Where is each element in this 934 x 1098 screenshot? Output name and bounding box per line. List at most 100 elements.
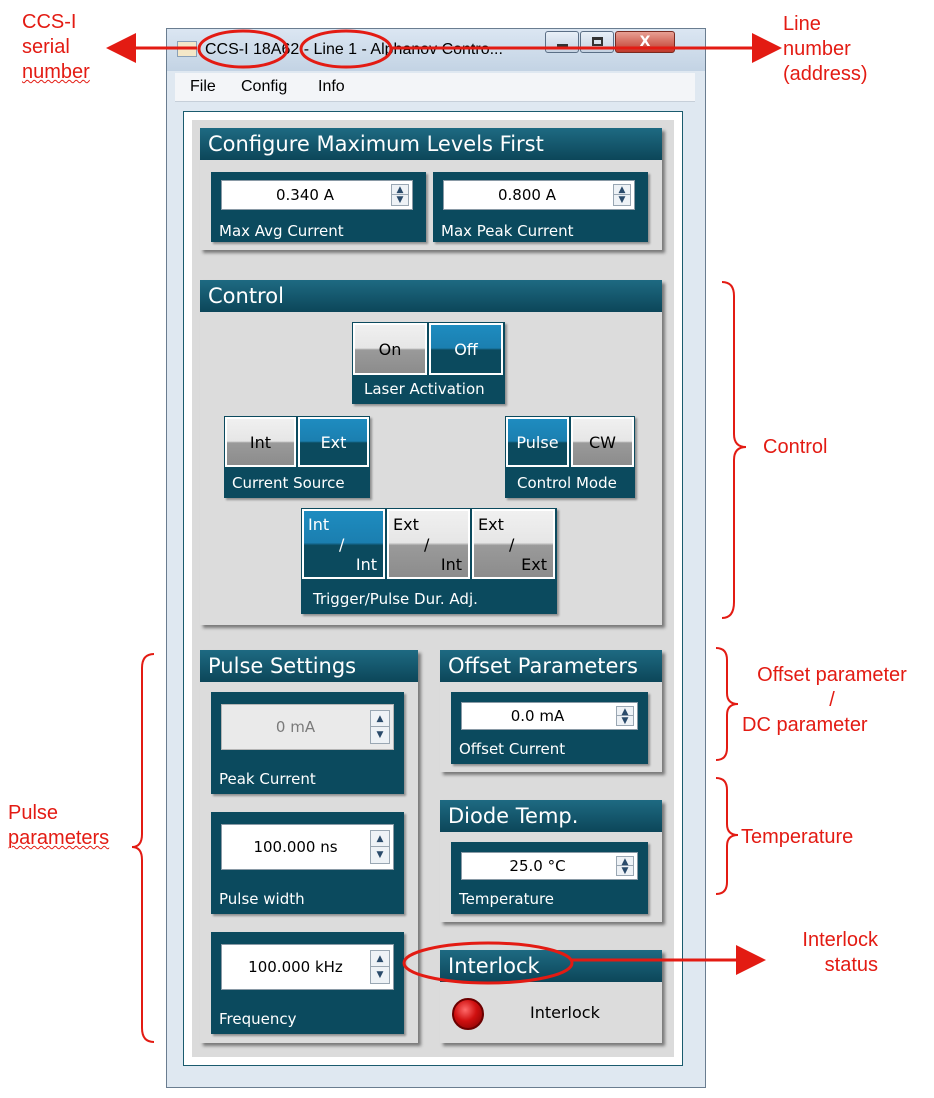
annotation-line-number: Line number (address) <box>783 12 867 87</box>
source-ext-label: Ext <box>320 432 347 452</box>
offset-current-block: 0.0 mA ▲▼ Offset Current <box>451 692 648 764</box>
annotation-serial-line1: CCS-I <box>22 11 77 33</box>
down-arrow-icon[interactable]: ▼ <box>621 866 629 876</box>
title-bar[interactable]: CCS-I 18A62 - Line 1 - Alphanov Contro..… <box>167 29 705 71</box>
temperature-value: 25.0 °C <box>509 857 566 875</box>
trigger-block: Int / Int Ext / Int Ext / Ext Trigger/Pu… <box>301 508 557 614</box>
temperature-block: 25.0 °C ▲▼ Temperature <box>451 842 648 914</box>
annotation-interlock-status: Interlock status <box>776 928 878 978</box>
annotation-line-line3: (address) <box>783 63 868 85</box>
pulse-width-input[interactable]: 100.000 ns ▲▼ <box>221 824 394 870</box>
menu-info[interactable]: Info <box>318 78 345 95</box>
down-arrow-icon[interactable]: ▼ <box>376 970 384 980</box>
annotation-pulse-parameters: Pulse parameters <box>8 801 109 851</box>
up-arrow-icon[interactable]: ▲ <box>371 831 389 847</box>
down-arrow-icon[interactable]: ▼ <box>621 716 629 726</box>
interlock-label: Interlock <box>530 1003 600 1022</box>
minimize-button[interactable] <box>545 31 579 53</box>
frequency-stepper[interactable]: ▲▼ <box>370 950 390 984</box>
annotation-offset-line3: DC parameter <box>742 714 868 736</box>
temperature-input[interactable]: 25.0 °C ▲▼ <box>461 852 638 880</box>
up-arrow-icon[interactable]: ▲ <box>371 951 389 967</box>
trigger-ext-int-button[interactable]: Ext / Int <box>387 509 470 579</box>
offset-current-label: Offset Current <box>459 740 566 758</box>
offset-current-input[interactable]: 0.0 mA ▲▼ <box>461 702 638 730</box>
peak-current-stepper[interactable]: ▲▼ <box>370 710 390 744</box>
control-title: Control <box>200 280 662 312</box>
annotation-interlock-line1: Interlock <box>802 929 878 951</box>
laser-off-button[interactable]: Off <box>429 323 503 375</box>
control-mode-block: Pulse CW Control Mode <box>505 416 635 498</box>
max-avg-current-label: Max Avg Current <box>219 222 344 240</box>
max-peak-current-stepper[interactable]: ▲▼ <box>613 184 631 206</box>
down-arrow-icon[interactable]: ▼ <box>376 730 384 740</box>
up-arrow-icon[interactable]: ▲ <box>392 185 408 195</box>
laser-on-button[interactable]: On <box>353 323 427 375</box>
temperature-label: Temperature <box>459 890 555 908</box>
down-arrow-icon[interactable]: ▼ <box>396 195 404 205</box>
up-arrow-icon[interactable]: ▲ <box>371 711 389 727</box>
up-arrow-icon[interactable]: ▲ <box>617 707 633 717</box>
peak-current-block: 0 mA ▲▼ Peak Current <box>211 692 404 794</box>
offset-brace <box>715 647 739 761</box>
pulse-width-block: 100.000 ns ▲▼ Pulse width <box>211 812 404 914</box>
annotation-pulse-line1: Pulse <box>8 802 59 824</box>
laser-off-label: Off <box>454 339 478 359</box>
up-arrow-icon[interactable]: ▲ <box>614 185 630 195</box>
pulse-settings-title: Pulse Settings <box>200 650 418 682</box>
annotation-offset-line2: / <box>829 689 835 711</box>
source-int-button[interactable]: Int <box>225 417 296 467</box>
menu-bar: File Config Info <box>175 73 695 102</box>
annotation-interlock-line2: status <box>824 954 878 976</box>
menu-file[interactable]: File <box>190 78 216 95</box>
peak-current-label: Peak Current <box>219 770 316 788</box>
pulse-width-stepper[interactable]: ▲▼ <box>370 830 390 864</box>
temperature-stepper[interactable]: ▲▼ <box>616 856 634 876</box>
trigger-ext-int-bottom: Int <box>440 555 462 574</box>
current-source-label: Current Source <box>232 474 345 492</box>
mode-pulse-button[interactable]: Pulse <box>506 417 569 467</box>
offset-current-stepper[interactable]: ▲▼ <box>616 706 634 726</box>
annotation-control: Control <box>763 436 828 458</box>
max-peak-current-input[interactable]: 0.800 A ▲▼ <box>443 180 635 210</box>
peak-current-input[interactable]: 0 mA ▲▼ <box>221 704 394 750</box>
max-levels-panel: Configure Maximum Levels First 0.340 A ▲… <box>200 128 662 250</box>
annotation-offset: Offset parameter / DC parameter <box>742 663 922 738</box>
close-icon: X <box>639 34 651 50</box>
max-avg-current-block: 0.340 A ▲▼ Max Avg Current <box>211 172 426 242</box>
offset-current-value: 0.0 mA <box>510 707 565 725</box>
trigger-ext-int-slash: / <box>424 535 430 554</box>
mode-cw-button[interactable]: CW <box>571 417 634 467</box>
close-button[interactable]: X <box>615 31 675 53</box>
max-avg-current-stepper[interactable]: ▲▼ <box>391 184 409 206</box>
down-arrow-icon[interactable]: ▼ <box>618 195 626 205</box>
trigger-int-int-button[interactable]: Int / Int <box>302 509 385 579</box>
max-peak-current-value: 0.800 A <box>498 186 556 204</box>
laser-on-label: On <box>378 339 402 359</box>
trigger-ext-ext-top: Ext <box>478 515 504 534</box>
frequency-value: 100.000 kHz <box>248 958 343 976</box>
interlock-title: Interlock <box>440 950 662 982</box>
peak-current-value: 0 mA <box>275 718 316 736</box>
annotation-serial-number: CCS-I serial number <box>22 10 90 85</box>
max-avg-current-input[interactable]: 0.340 A ▲▼ <box>221 180 413 210</box>
annotation-line-line2: number <box>783 38 851 60</box>
laser-activation-block: On Off Laser Activation <box>352 322 505 404</box>
down-arrow-icon[interactable]: ▼ <box>376 850 384 860</box>
max-peak-current-label: Max Peak Current <box>441 222 574 240</box>
frequency-input[interactable]: 100.000 kHz ▲▼ <box>221 944 394 990</box>
pulse-width-value: 100.000 ns <box>253 838 338 856</box>
diode-temp-title: Diode Temp. <box>440 800 662 832</box>
pulse-settings-panel: Pulse Settings 0 mA ▲▼ Peak Current 100.… <box>200 650 418 1043</box>
offset-title: Offset Parameters <box>440 650 662 682</box>
trigger-ext-ext-button[interactable]: Ext / Ext <box>472 509 555 579</box>
menu-config[interactable]: Config <box>241 78 288 95</box>
interlock-panel: Interlock Interlock <box>440 950 662 1043</box>
temperature-brace <box>715 777 739 895</box>
frequency-label: Frequency <box>219 1010 297 1028</box>
trigger-ext-ext-bottom: Ext <box>521 555 547 574</box>
maximize-button[interactable] <box>580 31 614 53</box>
annotation-line-line1: Line <box>783 13 821 35</box>
source-ext-button[interactable]: Ext <box>298 417 369 467</box>
up-arrow-icon[interactable]: ▲ <box>617 857 633 867</box>
